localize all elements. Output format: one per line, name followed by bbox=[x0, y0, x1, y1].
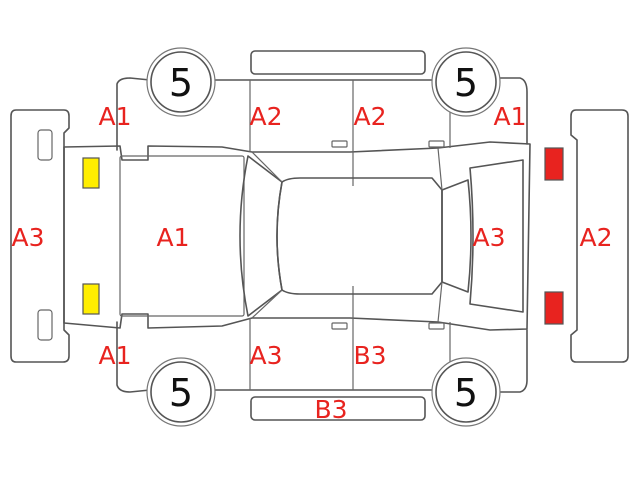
top-sill-panel bbox=[250, 50, 426, 75]
wheel-rear-left: 5 bbox=[146, 357, 216, 427]
damage-code-front-door-bottom: A3 bbox=[249, 341, 282, 370]
wheel-rear-right-count: 5 bbox=[454, 371, 478, 415]
front-light-icon bbox=[82, 283, 100, 315]
damage-code-front-fender-bottom: A1 bbox=[98, 341, 131, 370]
wheel-front-left-count: 5 bbox=[169, 61, 193, 105]
damage-code-hood: A1 bbox=[156, 223, 189, 252]
front-light-icon bbox=[82, 157, 100, 189]
car-body bbox=[63, 77, 531, 393]
damage-code-rear-fender-top: A1 bbox=[493, 102, 526, 131]
rear-light-icon bbox=[544, 291, 564, 325]
damage-code-trunk: A3 bbox=[472, 223, 505, 252]
bottom-sill-panel bbox=[250, 396, 426, 421]
damage-code-front-bumper: A3 bbox=[11, 223, 44, 252]
damage-code-front-fender-top: A1 bbox=[98, 102, 131, 131]
front-bumper bbox=[10, 109, 70, 363]
damage-code-rear-door-bottom: B3 bbox=[353, 341, 386, 370]
wheel-rear-left-count: 5 bbox=[169, 371, 193, 415]
damage-code-rear-bumper: A2 bbox=[579, 223, 612, 252]
damage-code-bottom-sill: B3 bbox=[314, 395, 347, 424]
rear-bumper bbox=[570, 109, 629, 363]
wheel-front-right: 5 bbox=[431, 47, 501, 117]
damage-code-rear-door-top: A2 bbox=[353, 102, 386, 131]
damage-code-front-door-top: A2 bbox=[249, 102, 282, 131]
wheel-front-left: 5 bbox=[146, 47, 216, 117]
wheel-rear-right: 5 bbox=[431, 357, 501, 427]
rear-light-icon bbox=[544, 147, 564, 181]
wheel-front-right-count: 5 bbox=[454, 61, 478, 105]
